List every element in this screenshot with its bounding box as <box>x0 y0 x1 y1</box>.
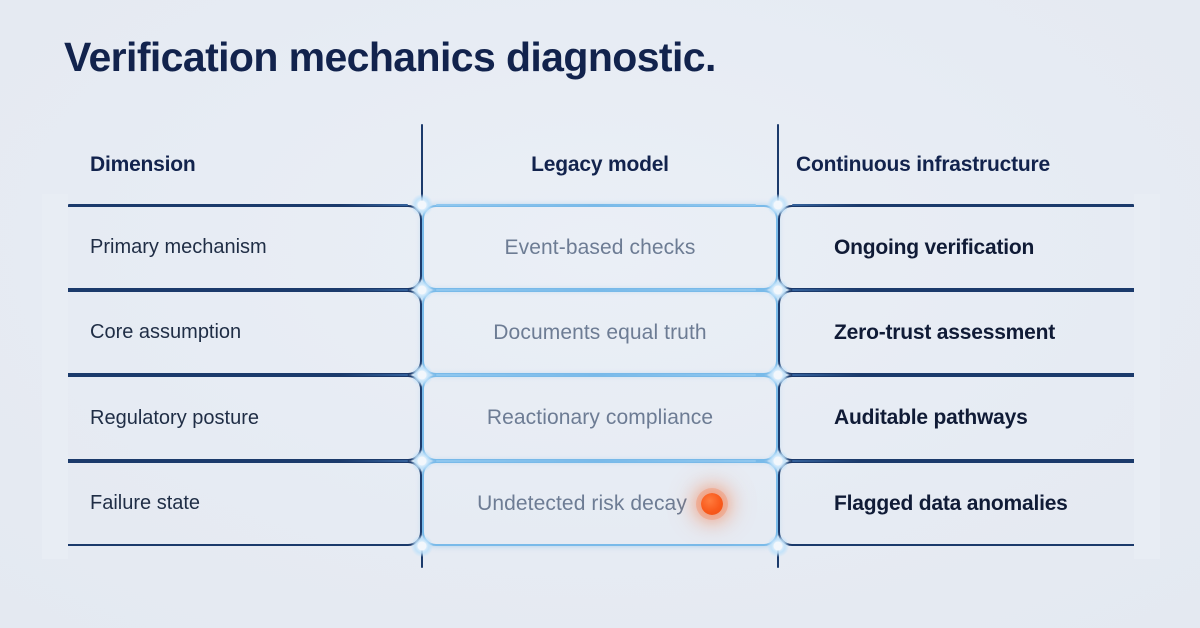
column-header-label: Continuous infrastructure <box>796 152 1051 176</box>
row-rule-3-mid <box>436 460 756 462</box>
row-rule-1-mid <box>436 289 756 291</box>
row-rule-2-right <box>792 374 1134 376</box>
legacy-value-cell[interactable]: Event-based checks <box>422 205 778 290</box>
table-row: Primary mechanism <box>68 205 422 290</box>
row-rule-2-mid <box>436 374 756 376</box>
legacy-value-cell[interactable]: Documents equal truth <box>422 290 778 375</box>
status-dot-wrapper <box>700 492 723 515</box>
divider-right-footer <box>777 546 779 568</box>
column-header-dimension: Dimension <box>68 124 422 205</box>
table-row: Failure state <box>68 461 422 546</box>
continuous-value-cell: Ongoing verification <box>778 205 1134 290</box>
legacy-value: Reactionary compliance <box>486 406 714 429</box>
column-header-legacy-model: Legacy model <box>422 124 778 205</box>
right-edge-mask <box>1134 194 1160 559</box>
row-rule-1-right <box>792 289 1134 291</box>
table-row: Core assumption <box>68 290 422 375</box>
column-header-continuous-infrastructure: Continuous infrastructure <box>778 124 1134 205</box>
row-rule-1-left <box>68 289 408 291</box>
divider-right-header <box>777 124 779 204</box>
continuous-value-cell: Auditable pathways <box>778 375 1134 461</box>
divider-left-footer <box>421 546 423 568</box>
continuous-value-cell: Zero-trust assessment <box>778 290 1134 375</box>
legacy-value: Documents equal truth <box>493 320 707 344</box>
continuous-value: Auditable pathways <box>834 406 1028 429</box>
row-rule-3-left <box>68 460 408 462</box>
header-rule-mid <box>436 204 756 206</box>
continuous-value: Flagged data anomalies <box>834 491 1068 515</box>
header-rule-right <box>792 204 1134 206</box>
orange-alert-dot-icon <box>700 492 723 515</box>
page-title: Verification mechanics diagnostic. <box>64 34 716 80</box>
dimension-value: Regulatory posture <box>90 406 259 429</box>
column-header-label: Dimension <box>90 152 196 176</box>
dimension-value: Primary mechanism <box>90 236 267 258</box>
continuous-value-cell: Flagged data anomalies <box>778 461 1134 546</box>
divider-left-header <box>421 124 423 204</box>
dimension-value: Failure state <box>90 492 201 514</box>
continuous-value: Zero-trust assessment <box>834 320 1056 344</box>
comparison-table: Dimension Legacy model Continuous infras… <box>42 124 1160 568</box>
dimension-value: Core assumption <box>90 321 242 343</box>
legacy-value: Undetected risk decay <box>477 491 687 515</box>
header-rule-left <box>68 204 408 206</box>
left-edge-mask <box>42 194 68 559</box>
legacy-value-cell[interactable]: Reactionary compliance <box>422 375 778 461</box>
legacy-value-cell[interactable]: Undetected risk decay <box>422 461 778 546</box>
column-header-label: Legacy model <box>531 152 669 176</box>
legacy-value: Event-based checks <box>504 235 696 259</box>
table-row: Regulatory posture <box>68 375 422 461</box>
row-rule-2-left <box>68 374 408 376</box>
continuous-value: Ongoing verification <box>834 235 1035 259</box>
row-rule-3-right <box>792 460 1134 462</box>
